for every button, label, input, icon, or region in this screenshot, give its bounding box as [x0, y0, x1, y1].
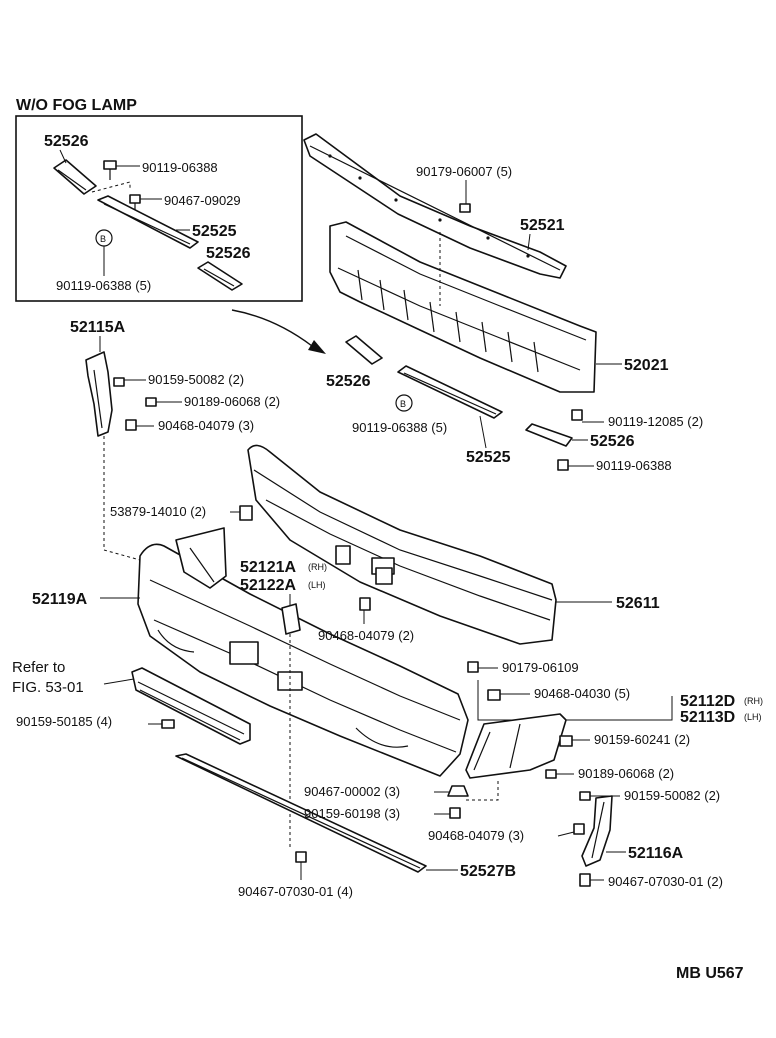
side-marker-lamp-52112D: [465, 713, 567, 779]
label-90119-12085-2: 90119-12085 (2): [608, 414, 703, 429]
inset-arrow-icon: [231, 309, 313, 347]
clip-90467-00002-icon: [447, 785, 469, 797]
label-90159-60241-2: 90159-60241 (2): [594, 732, 690, 747]
label-fig-53-01: FIG. 53-01: [12, 679, 84, 696]
label-90159-60198-3: 90159-60198 (3): [304, 806, 400, 821]
label-52526-mid: 52526: [326, 373, 371, 390]
label-90179-06007-5: 90179-06007 (5): [416, 164, 512, 179]
label-90159-50185-4: 90159-50185 (4): [16, 714, 112, 729]
screw-90159-50185-icon: [161, 719, 175, 729]
variant-title: W/O FOG LAMP: [16, 97, 137, 114]
label-52119A: 52119A: [32, 591, 88, 608]
label-52112D: 52112D: [680, 693, 735, 710]
label-52525-mid: 52525: [466, 449, 511, 466]
clip-90468-right-icon: [573, 823, 585, 835]
label-52527B: 52527B: [460, 863, 516, 880]
b-marker-mid-icon: B: [395, 394, 413, 412]
label-90119-06388: 90119-06388: [142, 160, 218, 175]
inset-box: [15, 115, 303, 302]
label-90189-06068-2-right: 90189-06068 (2): [578, 766, 674, 781]
label-52121A: 52121A: [240, 559, 296, 576]
lower-spoiler-assembly: [131, 667, 251, 745]
screw-90189-left-icon: [145, 397, 157, 407]
label-52121A-sub: (RH): [308, 562, 327, 572]
nut-90179-06109-icon: [467, 661, 479, 673]
b-marker-icon: B: [95, 229, 113, 247]
bolt-90119-06388-right-icon: [557, 459, 569, 471]
label-90119-06388-right: 90119-06388: [596, 458, 672, 473]
label-52113D-sub: (LH): [744, 712, 762, 722]
clip-90468-04030-icon: [487, 689, 501, 701]
bracket-52121A: [281, 603, 301, 635]
label-90467-07030-01-2: 90467-07030-01 (2): [608, 874, 723, 889]
label-52116A: 52116A: [628, 845, 684, 862]
svg-text:B: B: [400, 399, 406, 409]
bolt-90467-07030-center-icon: [295, 851, 307, 863]
lower-strip-52527B: [175, 753, 427, 873]
label-52526-top: 52526: [44, 133, 89, 150]
bolt-90119-12085-icon: [571, 409, 583, 421]
pad-52526-right: [525, 423, 573, 447]
label-90468-04079-2: 90468-04079 (2): [318, 628, 414, 643]
pad-52526-mid: [345, 335, 383, 365]
screw-90159-50082-right-icon: [579, 791, 591, 801]
label-90119-06388-5: 90119-06388 (5): [56, 278, 151, 293]
label-52113D: 52113D: [680, 709, 735, 726]
inset-bracket-52526-bottom: [197, 261, 243, 291]
label-52526-right: 52526: [590, 433, 635, 450]
screw-90159-60198-icon: [449, 807, 461, 819]
label-52521: 52521: [520, 217, 565, 234]
label-52115A: 52115A: [70, 319, 126, 336]
nut-90179-icon: [459, 203, 471, 213]
label-90468-04030-5: 90468-04030 (5): [534, 686, 630, 701]
label-90179-06109: 90179-06109: [502, 660, 579, 675]
label-90119-06388-5-mid: 90119-06388 (5): [352, 420, 447, 435]
label-90467-09029: 90467-09029: [164, 193, 241, 208]
screw-90159-left-icon: [113, 377, 125, 387]
label-refer-to: Refer to: [12, 659, 65, 676]
clip-90468-04079-mid-icon: [359, 597, 371, 611]
label-90189-06068-2-left: 90189-06068 (2): [184, 394, 280, 409]
label-90159-50082-2-left: 90159-50082 (2): [148, 372, 244, 387]
side-support-52116A: [581, 795, 613, 867]
label-90467-07030-01-4: 90467-07030-01 (4): [238, 884, 353, 899]
label-52112D-sub: (RH): [744, 696, 763, 706]
front-bumper-cover-52119A: [137, 527, 469, 777]
bumper-reinforcement-52521: [303, 133, 567, 279]
inset-bracket-52526-top: [53, 159, 97, 195]
screw-90159-60241-icon: [559, 735, 573, 747]
label-90159-50082-2-right: 90159-50082 (2): [624, 788, 720, 803]
retainer-53879-icon: [239, 505, 253, 521]
screw-90189-right-icon: [545, 769, 557, 779]
label-90467-00002-3: 90467-00002 (3): [304, 784, 400, 799]
label-52021: 52021: [624, 357, 669, 374]
label-52122A-sub: (LH): [308, 580, 326, 590]
diagram-code: MB U567: [676, 965, 744, 982]
label-52611: 52611: [616, 595, 660, 612]
clip-90468-left-icon: [125, 419, 137, 431]
inset-bolt-90119: [103, 160, 117, 180]
bumper-energy-absorber-52021: [329, 221, 597, 393]
label-90468-04079-3-right: 90468-04079 (3): [428, 828, 524, 843]
label-53879-14010-2: 53879-14010 (2): [110, 504, 206, 519]
label-52525: 52525: [192, 223, 237, 240]
svg-text:B: B: [100, 234, 106, 244]
label-90468-04079-3-left: 90468-04079 (3): [158, 418, 254, 433]
inset-bracket-52525: [97, 195, 199, 249]
label-52526-bottom: 52526: [206, 245, 251, 262]
label-52122A: 52122A: [240, 577, 296, 594]
bolt-90467-07030-right-icon: [579, 873, 591, 887]
bumper-cover-52611: [247, 444, 557, 645]
side-support-52115A: [85, 351, 113, 437]
